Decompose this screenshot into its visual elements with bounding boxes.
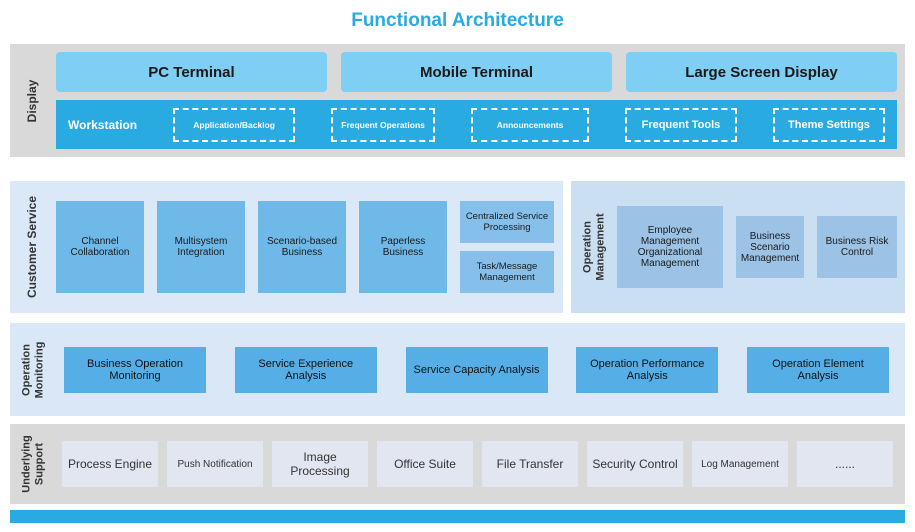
display-section-label: Display — [25, 79, 40, 122]
om-box-business-risk-control: Business Risk Control — [817, 216, 897, 278]
middle-row: Customer Service Channel Collaboration M… — [10, 181, 905, 313]
operation-monitoring-section: Operation Monitoring Business Operation … — [10, 323, 905, 416]
workstation-item-application-backlog: Application/Backlog — [173, 107, 296, 142]
operation-monitoring-content: Business Operation Monitoring Service Ex… — [56, 323, 905, 416]
opmon-box-business-operation-monitoring: Business Operation Monitoring — [64, 346, 206, 393]
cs-box-task-message-management: Task/Message Management — [460, 251, 554, 293]
workstation-label: Workstation — [68, 117, 138, 132]
terminal-box-large-screen: Large Screen Display — [626, 52, 897, 92]
terminal-row: PC Terminal Mobile Terminal Large Screen… — [56, 52, 897, 92]
cs-box-channel-collaboration: Channel Collaboration — [56, 201, 144, 293]
cs-box-scenario-based-business: Scenario-based Business — [258, 201, 346, 293]
opmon-box-service-capacity-analysis: Service Capacity Analysis — [405, 346, 548, 393]
customer-service-content: Channel Collaboration Multisystem Integr… — [56, 181, 563, 313]
operation-management-content: Employee Management Organizational Manag… — [617, 181, 905, 313]
om-box-business-scenario-management: Business Scenario Management — [736, 216, 804, 278]
operation-management-section-label: Operation Management — [581, 213, 606, 281]
workstation-item-frequent-operations: Frequent Operations — [331, 107, 436, 142]
page-title: Functional Architecture — [351, 10, 564, 31]
operation-management-section: Operation Management Employee Management… — [571, 181, 905, 313]
cs-box-centralized-service-processing: Centralized Service Processing — [460, 201, 554, 243]
workstation-band: Workstation Application/Backlog Frequent… — [56, 100, 897, 149]
workstation-item-frequent-tools: Frequent Tools — [625, 107, 737, 142]
opmon-box-service-experience-analysis: Service Experience Analysis — [234, 346, 377, 393]
cs-box-multisystem-integration: Multisystem Integration — [157, 201, 245, 293]
support-box-process-engine: Process Engine — [62, 441, 158, 487]
om-box-employee-management: Employee Management Organizational Manag… — [617, 206, 723, 288]
support-box-security-control: Security Control — [587, 441, 683, 487]
opmon-box-operation-performance-analysis: Operation Performance Analysis — [576, 346, 719, 393]
operation-monitoring-section-label: Operation Monitoring — [20, 341, 45, 398]
cs-box-paperless-business: Paperless Business — [359, 201, 447, 293]
customer-service-section-label: Customer Service — [25, 195, 40, 299]
display-section: Display PC Terminal Mobile Terminal Larg… — [10, 44, 905, 157]
customer-service-section: Customer Service Channel Collaboration M… — [10, 181, 563, 313]
support-box-office-suite: Office Suite — [377, 441, 473, 487]
support-box-ellipsis: ...... — [797, 441, 893, 487]
underlying-support-section-label: Underlying Support — [20, 435, 45, 493]
opmon-box-operation-element-analysis: Operation Element Analysis — [747, 346, 889, 393]
underlying-support-content: Process Engine Push Notification Image P… — [56, 424, 905, 504]
workstation-item-announcements: Announcements — [471, 107, 590, 142]
display-content: PC Terminal Mobile Terminal Large Screen… — [56, 44, 905, 157]
terminal-box-pc: PC Terminal — [56, 52, 327, 92]
workstation-item-theme-settings: Theme Settings — [772, 107, 885, 142]
support-box-image-processing: Image Processing — [272, 441, 368, 487]
underlying-support-section: Underlying Support Process Engine Push N… — [10, 424, 905, 504]
terminal-box-mobile: Mobile Terminal — [341, 52, 612, 92]
support-box-push-notification: Push Notification — [167, 441, 263, 487]
bottom-accent-bar — [10, 510, 905, 523]
support-box-file-transfer: File Transfer — [482, 441, 578, 487]
cs-stack: Centralized Service Processing Task/Mess… — [460, 201, 554, 293]
support-box-log-management: Log Management — [692, 441, 788, 487]
